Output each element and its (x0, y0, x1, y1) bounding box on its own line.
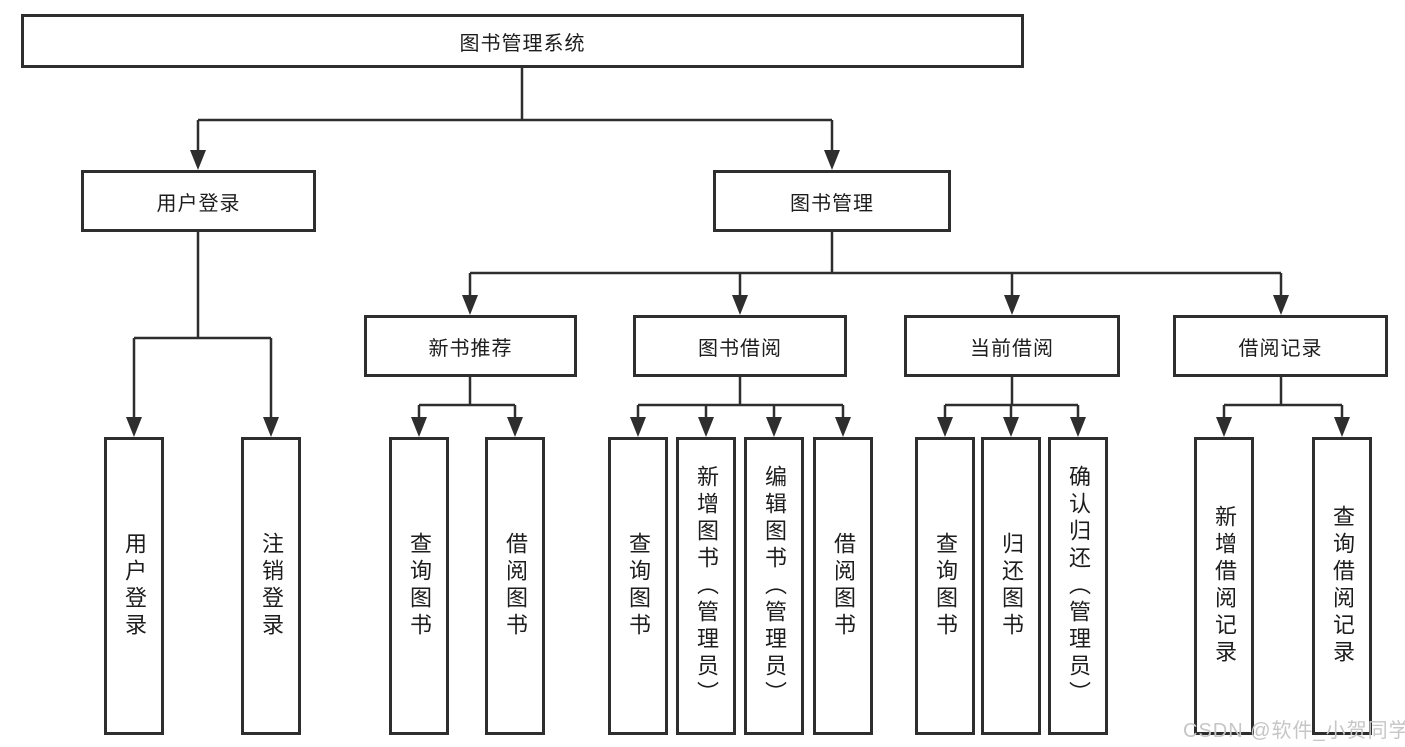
node-borrowing-records: 借阅记录 (1173, 315, 1388, 377)
node-book-management: 图书管理 (713, 170, 951, 232)
node-user-login: 用户登录 (81, 170, 316, 232)
leaf-user-login: 用户登录 (104, 437, 164, 735)
leaf-query-books-3: 查询图书 (915, 437, 975, 735)
csdn-watermark: CSDN @软件_小贺同学 (1183, 720, 1405, 742)
connector-paths (132, 68, 1344, 418)
leaf-confirm-return-admin: 确认归还（管理员） (1048, 437, 1108, 735)
leaf-borrow-books-2: 借阅图书 (813, 437, 873, 735)
leaf-borrow-books-1: 借阅图书 (485, 437, 545, 735)
node-current-borrowing: 当前借阅 (904, 315, 1120, 377)
leaf-add-books-admin: 新增图书（管理员） (676, 437, 736, 735)
node-root-system: 图书管理系统 (21, 14, 1024, 68)
leaf-edit-books-admin: 编辑图书（管理员） (744, 437, 804, 735)
leaf-add-borrow-record: 新增借阅记录 (1194, 437, 1254, 735)
leaf-logout: 注销登录 (241, 437, 301, 735)
leaf-return-books: 归还图书 (981, 437, 1041, 735)
arrowheads (126, 150, 1350, 437)
leaf-query-books-2: 查询图书 (608, 437, 668, 735)
leaf-query-books-1: 查询图书 (389, 437, 449, 735)
leaf-query-borrow-record: 查询借阅记录 (1312, 437, 1372, 735)
node-new-book-recommend: 新书推荐 (364, 315, 577, 377)
node-book-borrowing: 图书借阅 (633, 315, 847, 377)
